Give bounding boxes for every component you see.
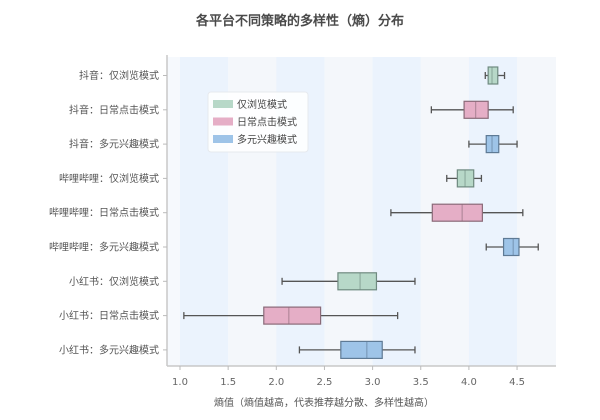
box-iqr [340,340,383,359]
y-tick-label: 抖音：日常点击模式 [69,103,159,116]
box-0 [484,66,506,85]
x-tick-label: 3.5 [413,377,429,388]
axes [166,55,556,367]
y-axis-ticks: 抖音：仅浏览模式抖音：日常点击模式抖音：多元兴趣模式哔哩哔哩：仅浏览模式哔哩哔哩… [49,69,167,356]
legend-swatch [213,135,233,143]
box-1 [430,100,514,119]
box-series [183,66,539,359]
box-8 [298,340,416,359]
x-tick-label: 4.5 [509,377,525,388]
x-axis-label: 熵值（熵值越高，代表推荐越分散、多样性越高） [214,396,434,409]
box-iqr [337,272,378,291]
x-axis-ticks: 1.0 1.5 2.0 2.5 3.0 3.5 4.0 4.5 [172,366,525,388]
box-iqr [431,203,483,222]
box-6 [281,272,416,291]
box-4 [390,203,524,222]
box-iqr [263,306,322,325]
y-tick-label: 哔哩哔哩：多元兴趣模式 [49,241,159,254]
x-tick-label: 4.0 [461,377,477,388]
y-tick-label: 小红书：日常点击模式 [59,309,159,322]
box-iqr [502,237,520,257]
box-iqr [487,66,499,85]
y-tick-label: 哔哩哔哩：日常点击模式 [49,206,159,219]
y-tick-label: 小红书：多元兴趣模式 [59,343,159,356]
background-band [324,57,373,366]
x-tick-label: 2.5 [316,377,332,388]
legend-label: 日常点击模式 [237,116,297,129]
box-5 [485,237,539,257]
x-tick-label: 1.5 [220,377,236,388]
box-3 [446,169,483,188]
x-tick-label: 2.0 [268,377,284,388]
box-2 [468,135,518,154]
legend-label: 多元兴趣模式 [237,133,297,146]
x-tick-label: 3.0 [365,377,381,388]
legend-swatch [213,117,233,126]
legend-label: 仅浏览模式 [237,98,287,111]
y-tick-label: 抖音：仅浏览模式 [79,69,159,82]
x-tick-label: 1.0 [172,377,188,388]
box-7 [183,306,399,325]
background-band [372,57,421,366]
y-tick-label: 抖音：多元兴趣模式 [69,138,159,151]
y-tick-label: 哔哩哔哩：仅浏览模式 [59,172,159,185]
legend-swatch [213,100,233,108]
y-tick-label: 小红书：仅浏览模式 [69,275,159,288]
background-band [517,57,556,366]
chart-title: 各平台不同策略的多样性（熵）分布 [195,14,404,29]
